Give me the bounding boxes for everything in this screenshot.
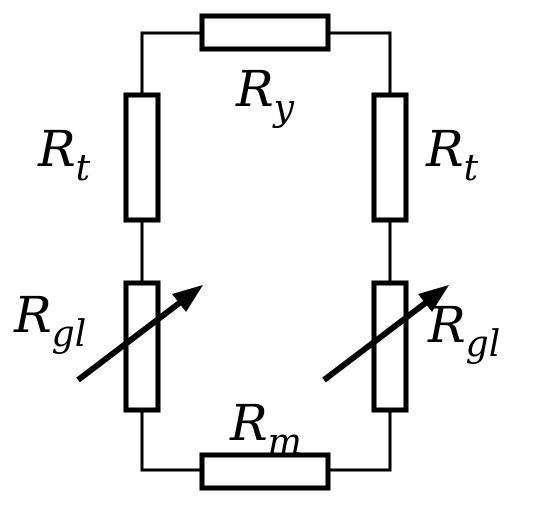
- resistor-left-upper: [123, 92, 161, 223]
- label-left-upper: Rt: [37, 120, 91, 189]
- resistor-bottom: [199, 452, 331, 491]
- wires: [140, 31, 392, 472]
- wire-bottom-right: [328, 410, 392, 472]
- resistor-right-lower: [371, 280, 409, 413]
- resistor-top: [199, 13, 331, 52]
- arrow-head-icon: [418, 285, 449, 312]
- label-bottom: Rm: [229, 394, 302, 463]
- arrow-left-variable: [76, 285, 203, 383]
- label-right-lower: Rgl: [427, 296, 500, 365]
- wire-bottom-left: [140, 410, 202, 472]
- arrow-head-icon: [172, 285, 203, 312]
- resistor-right-upper: [371, 92, 409, 223]
- resistor-left-lower: [123, 280, 161, 413]
- wire-top-right: [328, 31, 392, 95]
- wire-top-left: [140, 31, 202, 95]
- arrow-right-variable: [322, 285, 449, 383]
- label-right-upper: Rt: [425, 120, 479, 189]
- label-left-lower: Rgl: [13, 286, 86, 355]
- label-top: Ry: [235, 60, 295, 129]
